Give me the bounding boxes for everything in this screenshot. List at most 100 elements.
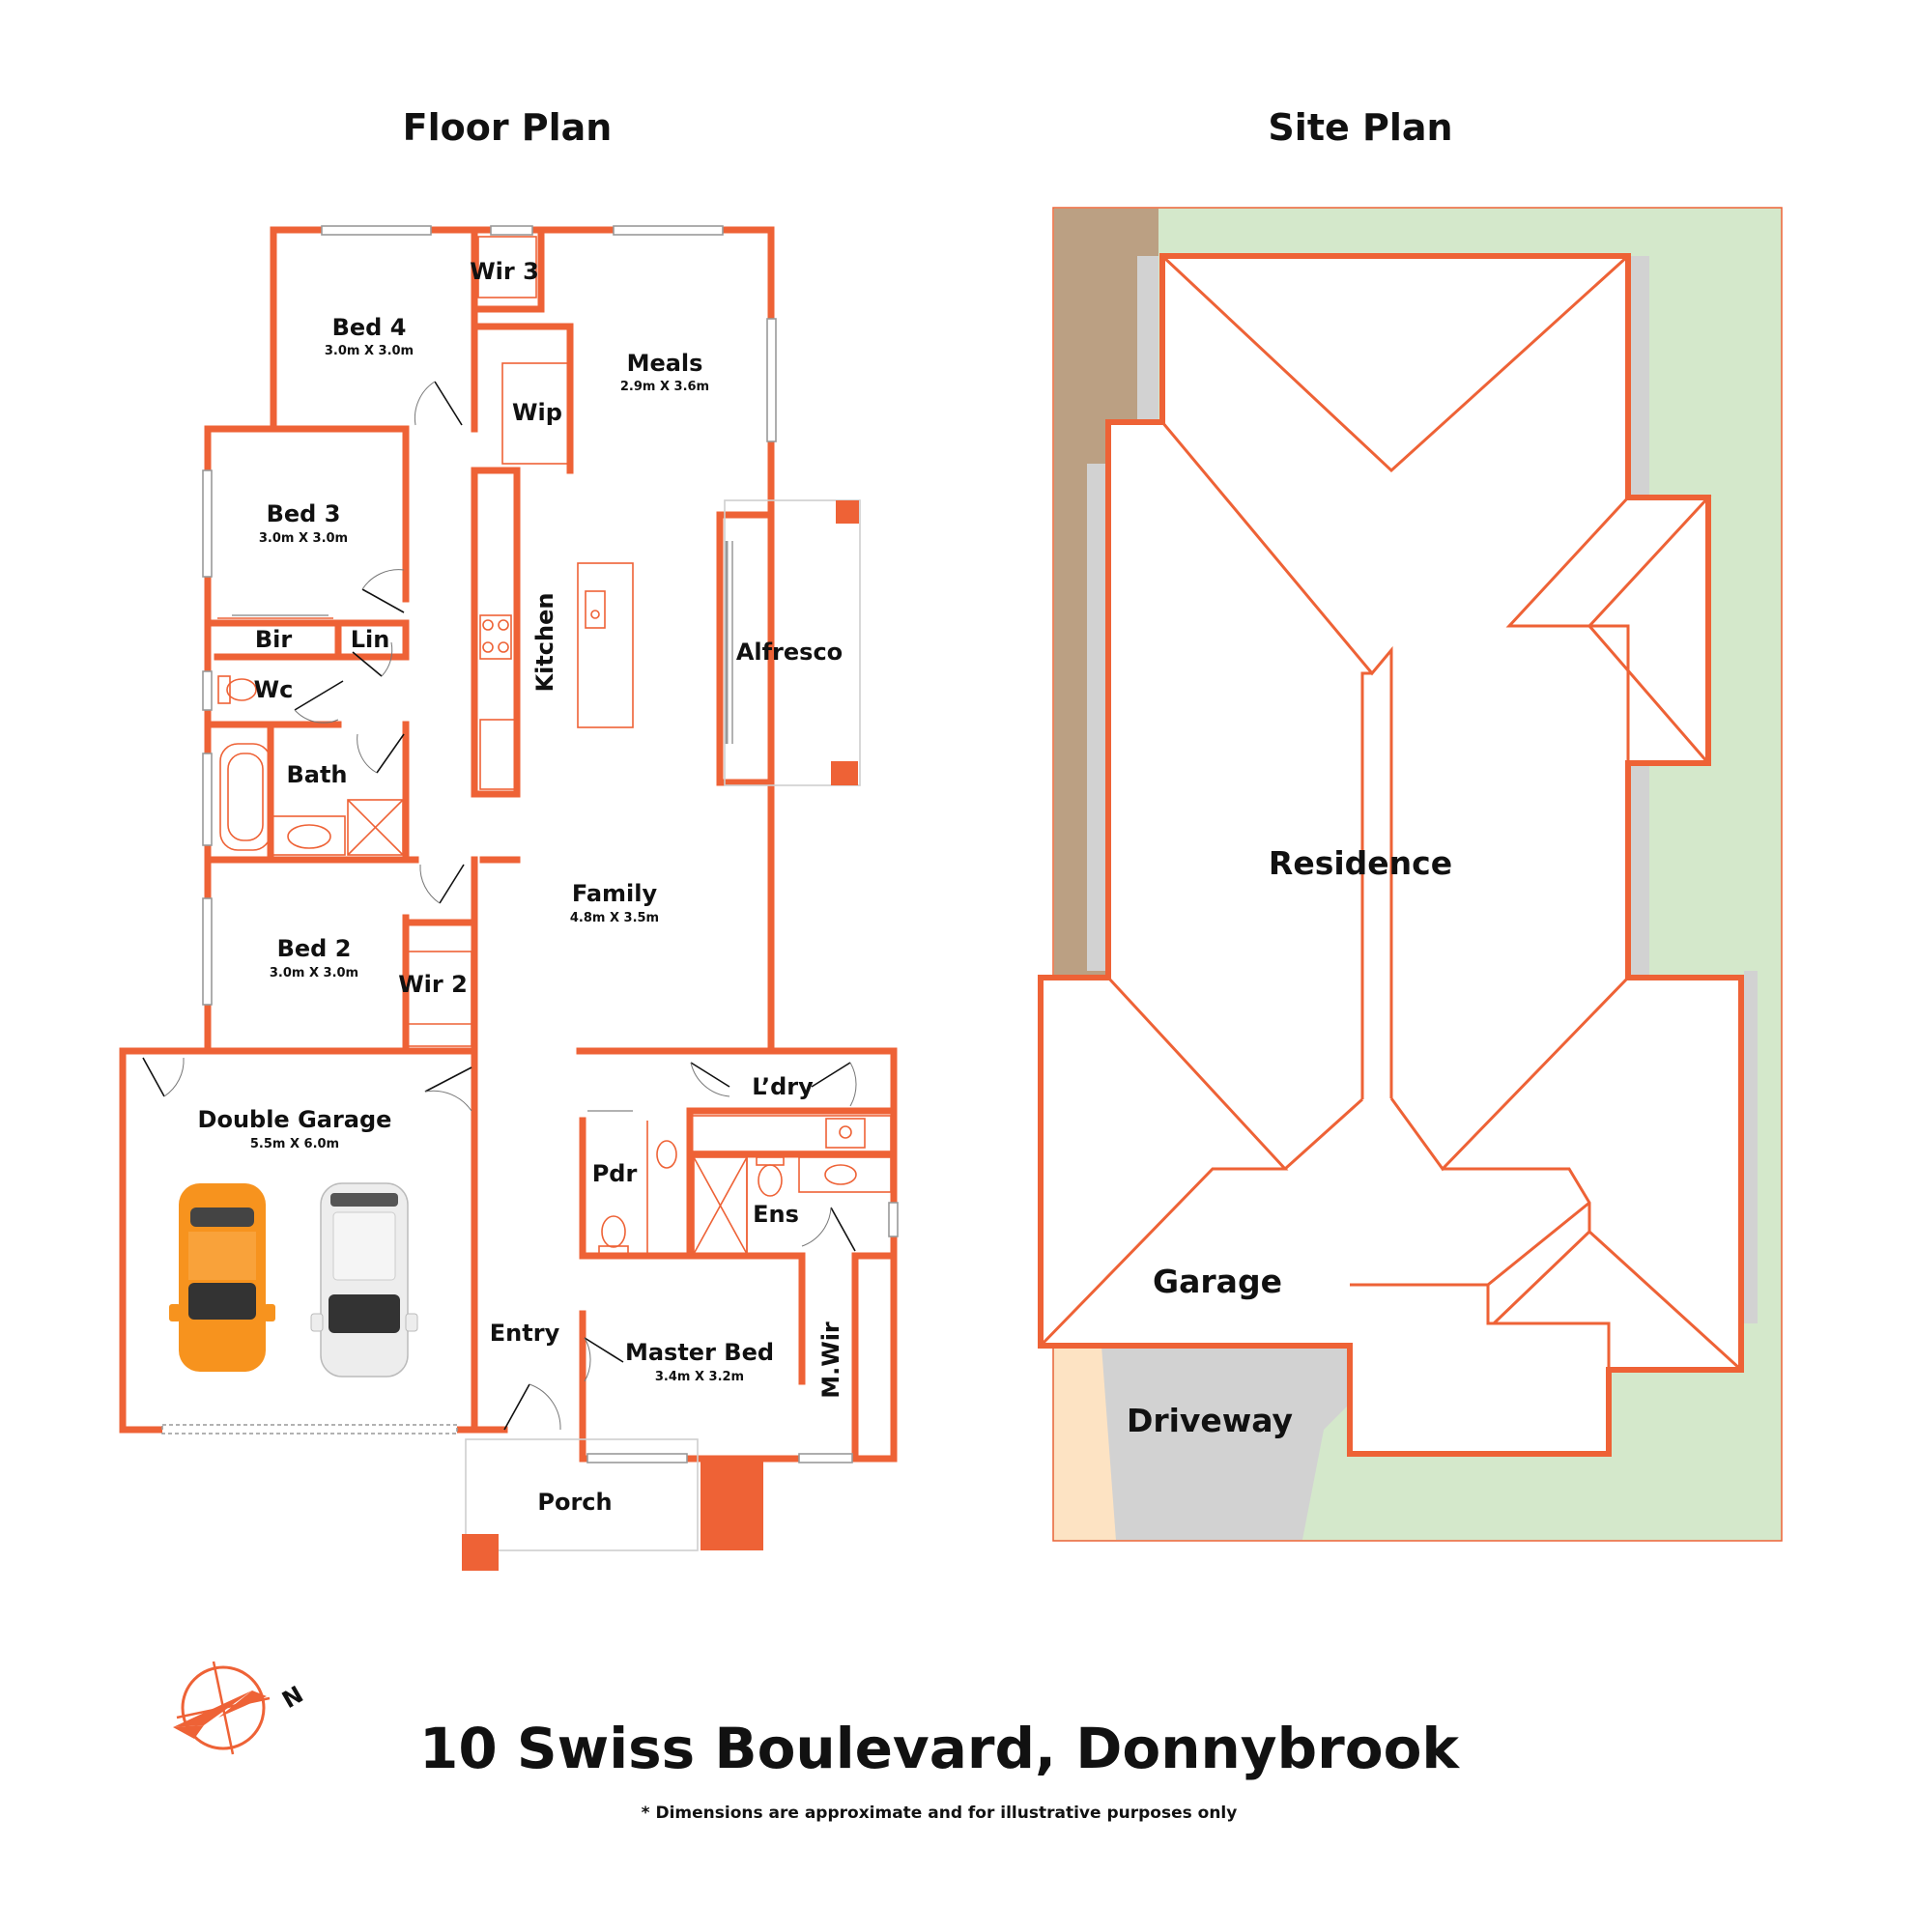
shower bbox=[347, 799, 404, 856]
garage-door bbox=[161, 1424, 458, 1435]
room-name-ldry: L’dry bbox=[752, 1073, 814, 1100]
floor-plan-details bbox=[161, 225, 899, 1551]
fridge bbox=[479, 719, 518, 790]
burner bbox=[482, 619, 494, 631]
ens-basin bbox=[824, 1164, 857, 1185]
cooktop bbox=[479, 614, 512, 660]
door bbox=[690, 1062, 730, 1088]
room-name-bed3: Bed 3 bbox=[267, 500, 341, 527]
orange-car-icon bbox=[169, 1183, 275, 1372]
alfresco-outline bbox=[724, 499, 861, 786]
pdr-toilet-bowl bbox=[601, 1215, 626, 1248]
wip-shelf bbox=[501, 362, 571, 465]
room-name-garage: Double Garage bbox=[198, 1106, 392, 1133]
room-dim-bed2: 3.0m X 3.0m bbox=[270, 966, 358, 980]
door bbox=[376, 733, 405, 774]
column bbox=[462, 1534, 499, 1571]
burner bbox=[498, 641, 509, 653]
compass-icon bbox=[173, 1661, 271, 1755]
site-plan: Residence Garage Driveway bbox=[1038, 207, 1783, 1542]
door bbox=[811, 1062, 851, 1088]
path bbox=[1087, 464, 1106, 971]
room-name-alfresco: Alfresco bbox=[736, 639, 843, 666]
window bbox=[613, 225, 724, 236]
door bbox=[294, 680, 344, 711]
door bbox=[434, 381, 463, 426]
bathtub-inner bbox=[227, 753, 264, 841]
vanity bbox=[272, 815, 346, 856]
room-name-lin: Lin bbox=[351, 626, 390, 653]
column bbox=[701, 1459, 763, 1550]
window bbox=[202, 753, 213, 846]
compass-north-label: N bbox=[277, 1681, 307, 1714]
room-name-bed4: Bed 4 bbox=[332, 314, 407, 341]
column bbox=[831, 761, 858, 785]
room-name-meals: Meals bbox=[627, 350, 703, 377]
doors bbox=[142, 381, 857, 1431]
toilet-bowl bbox=[226, 678, 257, 701]
laundry-tub bbox=[825, 1118, 866, 1149]
room-dim-bed4: 3.0m X 3.0m bbox=[325, 344, 414, 358]
door-swing bbox=[690, 1062, 730, 1097]
door-swing bbox=[584, 1337, 591, 1382]
room-name-bath: Bath bbox=[286, 761, 347, 788]
property-address: 10 Swiss Boulevard, Donnybrook bbox=[419, 1716, 1460, 1781]
door bbox=[424, 1066, 472, 1093]
room-name-master: Master Bed bbox=[625, 1339, 774, 1366]
wir2-shelf bbox=[403, 951, 472, 1047]
room-name-porch: Porch bbox=[537, 1489, 612, 1516]
room-name-mwir: M.Wir bbox=[817, 1321, 844, 1399]
door bbox=[361, 588, 405, 613]
window bbox=[586, 1453, 688, 1463]
window bbox=[321, 225, 432, 236]
room-name-bir: Bir bbox=[255, 626, 293, 653]
toilet bbox=[217, 675, 231, 704]
laundry-bench bbox=[689, 1115, 892, 1152]
door-swing bbox=[849, 1062, 857, 1107]
burner bbox=[498, 619, 509, 631]
exterior-wall bbox=[716, 511, 775, 786]
door-swing bbox=[424, 1090, 472, 1112]
room-name-family: Family bbox=[572, 880, 658, 907]
door-swing bbox=[361, 569, 405, 590]
room-dim-bed3: 3.0m X 3.0m bbox=[259, 531, 348, 546]
columns bbox=[462, 500, 859, 1571]
window bbox=[490, 225, 533, 236]
driveway-paving bbox=[1101, 1346, 1353, 1540]
kitchen-island bbox=[577, 562, 634, 728]
path bbox=[1137, 256, 1158, 420]
room-name-ens: Ens bbox=[753, 1201, 799, 1228]
door-swing bbox=[414, 381, 436, 426]
window bbox=[202, 897, 213, 1006]
path bbox=[1630, 763, 1649, 976]
room-name-wc: Wc bbox=[254, 676, 294, 703]
door bbox=[439, 864, 465, 904]
verge bbox=[1054, 1348, 1116, 1540]
room-name-wir3: Wir 3 bbox=[470, 258, 539, 285]
interior-wall bbox=[214, 619, 410, 661]
window bbox=[202, 469, 213, 578]
door-swing bbox=[357, 733, 378, 774]
door-swing bbox=[801, 1207, 832, 1247]
interior-wall bbox=[471, 226, 545, 313]
room-dim-master: 3.4m X 3.2m bbox=[655, 1370, 744, 1384]
room-labels: Bed 4 3.0m X 3.0m Wir 3 Meals 2.9m X 3.6… bbox=[198, 258, 844, 1516]
window bbox=[798, 1453, 853, 1463]
bathtub bbox=[219, 743, 272, 851]
interior-wall bbox=[204, 425, 410, 603]
porch-outline bbox=[465, 1438, 699, 1551]
pdr-basin bbox=[656, 1140, 677, 1169]
white-car-icon bbox=[310, 1182, 418, 1378]
room-dim-meals: 2.9m X 3.6m bbox=[620, 380, 709, 394]
window bbox=[766, 318, 777, 442]
room-dim-family: 4.8m X 3.5m bbox=[570, 911, 659, 925]
site-label-driveway: Driveway bbox=[1127, 1402, 1293, 1439]
door-swing bbox=[163, 1057, 185, 1097]
site-plan-heading: Site Plan bbox=[1268, 106, 1452, 149]
room-name-wip: Wip bbox=[512, 399, 562, 426]
ens-vanity bbox=[798, 1156, 892, 1193]
door-swing bbox=[294, 709, 339, 724]
path bbox=[1630, 256, 1649, 497]
door-swing bbox=[419, 864, 441, 904]
